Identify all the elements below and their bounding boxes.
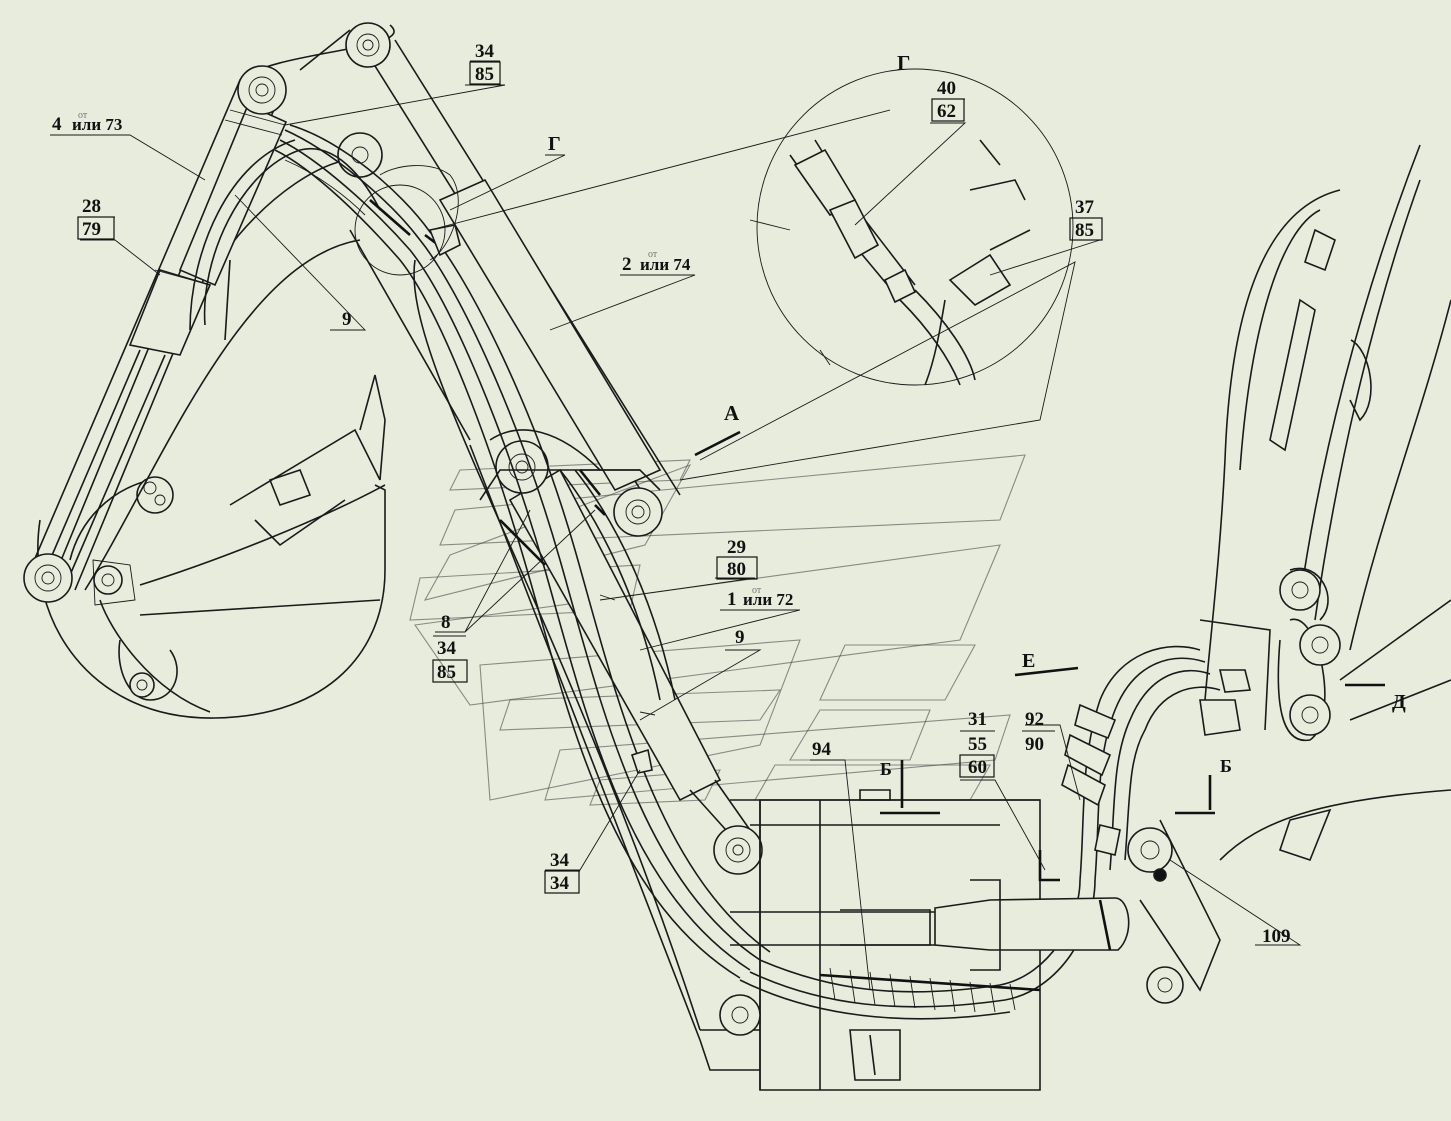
label-92: 92 xyxy=(1025,709,1044,730)
label-box xyxy=(469,61,501,85)
label-62: 62 xyxy=(937,101,956,122)
callout-1-72: 1 от или 72 xyxy=(727,585,793,610)
tractor-frame xyxy=(1038,144,1451,1004)
label-80: 80 xyxy=(727,559,746,580)
label-2-sup: от xyxy=(648,249,658,260)
hose-couplings xyxy=(369,199,656,774)
callout-34-34: 34 34 xyxy=(544,850,580,894)
label-85-detail: 85 xyxy=(1075,220,1094,241)
label-4: 4 xyxy=(52,114,62,135)
callout-29-80: 29 80 xyxy=(716,537,758,580)
label-34-mid: 34 xyxy=(437,638,457,659)
bucket-cylinder xyxy=(23,65,288,603)
callout-8-34-85: 8 34 85 xyxy=(432,612,468,683)
label-85-mid: 85 xyxy=(437,662,456,683)
label-34-lower-a: 34 xyxy=(550,850,570,871)
label-2: 2 xyxy=(622,254,632,275)
label-B-right: Б xyxy=(1220,756,1232,776)
base-bracket xyxy=(699,789,1215,1091)
label-79: 79 xyxy=(82,219,101,240)
label-37: 37 xyxy=(1075,197,1095,218)
label-85-top: 85 xyxy=(475,64,494,85)
callout-37-85: 37 85 xyxy=(1069,197,1103,241)
label-28: 28 xyxy=(82,196,101,217)
label-90: 90 xyxy=(1025,734,1044,755)
label-view-A: А xyxy=(724,401,740,425)
callout-2-74: 2 от или 74 xyxy=(622,249,691,275)
label-109: 109 xyxy=(1262,926,1291,947)
watermark-logo xyxy=(409,454,1026,806)
bucket xyxy=(37,374,386,719)
label-or-72: или 72 xyxy=(743,590,793,609)
callout-28-79: 28 79 xyxy=(77,196,115,240)
leader-lines xyxy=(354,109,1385,810)
detail-view-G xyxy=(749,68,1074,386)
label-9-mid: 9 xyxy=(735,627,745,648)
boom-cylinder-1 xyxy=(479,429,763,875)
label-G-detail: Г xyxy=(897,51,910,75)
label-or-74: или 74 xyxy=(640,255,691,274)
callout-92-90: 92 90 xyxy=(1022,709,1055,755)
label-1-sup: от xyxy=(752,585,762,596)
label-55: 55 xyxy=(968,734,987,755)
label-view-D: Д xyxy=(1392,691,1406,713)
label-34-lower-b: 34 xyxy=(550,873,570,894)
label-view-E: Е xyxy=(1022,650,1035,672)
label-31: 31 xyxy=(968,709,987,730)
callout-4-73: 4 от или 73 xyxy=(52,110,122,135)
label-or-73: или 73 xyxy=(72,115,122,134)
label-34-top: 34 xyxy=(475,41,495,62)
label-9-left: 9 xyxy=(342,309,352,330)
label-B-left: Б xyxy=(880,759,892,779)
label-G-top: Г xyxy=(548,133,561,155)
label-29: 29 xyxy=(727,537,746,558)
callout-31-55-60: 31 55 60 xyxy=(959,709,995,778)
label-40: 40 xyxy=(937,78,956,99)
label-1: 1 xyxy=(727,589,737,610)
label-94: 94 xyxy=(812,739,832,760)
hose-clamps xyxy=(1061,669,1252,856)
label-8: 8 xyxy=(441,612,451,633)
callout-40-62: 40 62 xyxy=(931,78,965,122)
label-60: 60 xyxy=(968,757,987,778)
label-4-sup: от xyxy=(78,110,88,121)
hose-bundle xyxy=(189,124,1221,1020)
callout-34-85-top: 34 85 xyxy=(469,41,501,85)
